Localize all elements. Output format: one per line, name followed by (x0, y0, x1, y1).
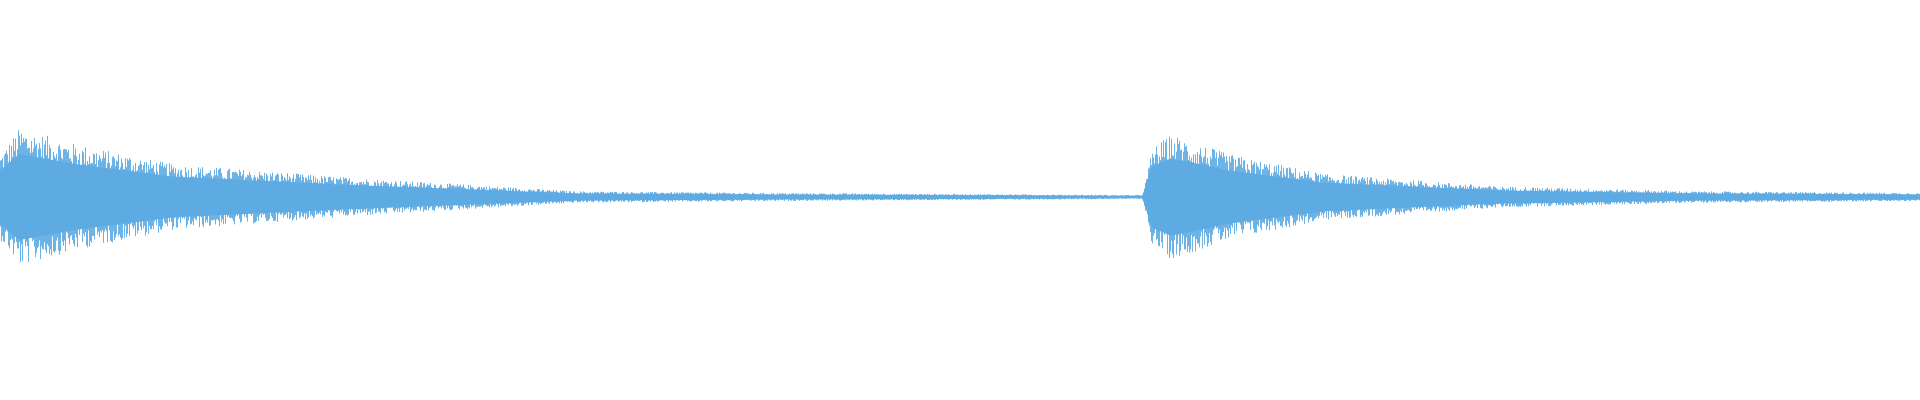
waveform-spikes (0, 130, 1920, 263)
